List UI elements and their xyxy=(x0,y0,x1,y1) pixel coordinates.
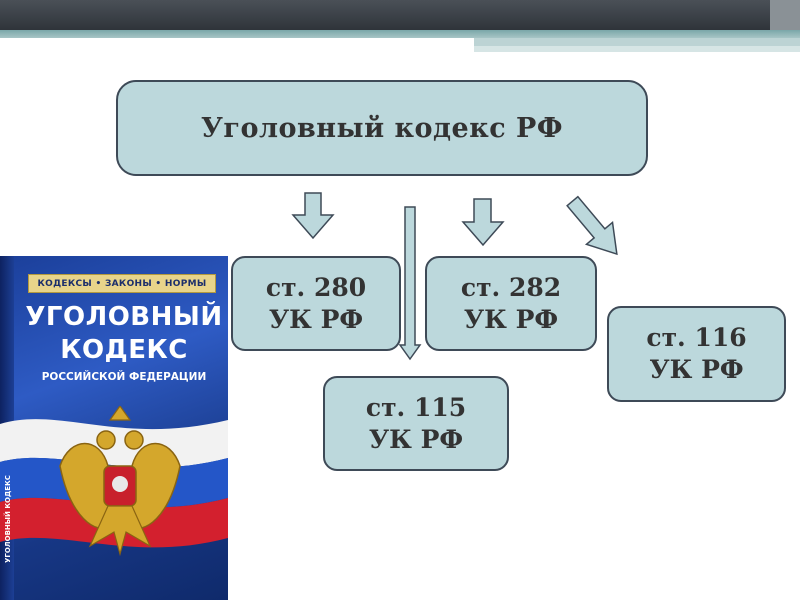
book-title-line2: КОДЕКС xyxy=(60,335,188,365)
article-node-282: ст. 282 УК РФ xyxy=(425,256,597,351)
article-code: УК РФ xyxy=(649,355,744,384)
header-stripe-accent xyxy=(474,38,800,46)
criminal-code-book-cover: КОДЕКСЫ • ЗАКОНЫ • НОРМЫ УГОЛОВНЫЙ КОДЕК… xyxy=(0,256,228,600)
book-title-line1: УГОЛОВНЫЙ xyxy=(25,302,223,332)
article-node-116: ст. 116 УК РФ xyxy=(607,306,786,402)
article-number: ст. 280 xyxy=(265,272,367,302)
root-node-criminal-code: Уголовный кодекс РФ xyxy=(116,80,648,176)
book-subtitle: РОССИЙСКОЙ ФЕДЕРАЦИИ xyxy=(41,371,207,383)
article-code: УК РФ xyxy=(268,304,364,334)
header-bar xyxy=(0,0,800,30)
header-bar-corner xyxy=(770,0,800,30)
article-node-115: ст. 115 УК РФ xyxy=(323,376,509,471)
header-stripe-accent-light xyxy=(474,46,800,52)
book-series-label: КОДЕКСЫ • ЗАКОНЫ • НОРМЫ xyxy=(28,274,216,293)
book-spine-text: УГОЛОВНЫЙ КОДЕКС xyxy=(4,475,12,563)
article-number: ст. 116 xyxy=(646,323,747,352)
article-number: ст. 282 xyxy=(460,272,562,302)
header-stripe xyxy=(0,30,800,38)
eagle-emblem-icon xyxy=(59,406,181,557)
article-code: УК РФ xyxy=(368,424,464,454)
article-code: УК РФ xyxy=(463,304,559,334)
arrow-to-115 xyxy=(398,206,422,361)
arrow-to-282 xyxy=(461,198,505,247)
arrow-to-280 xyxy=(291,192,335,240)
arrow-to-116 xyxy=(566,195,618,256)
root-node-label: Уголовный кодекс РФ xyxy=(201,112,563,144)
article-number: ст. 115 xyxy=(365,392,467,422)
flag-and-emblem xyxy=(0,406,228,557)
article-node-280: ст. 280 УК РФ xyxy=(231,256,401,351)
